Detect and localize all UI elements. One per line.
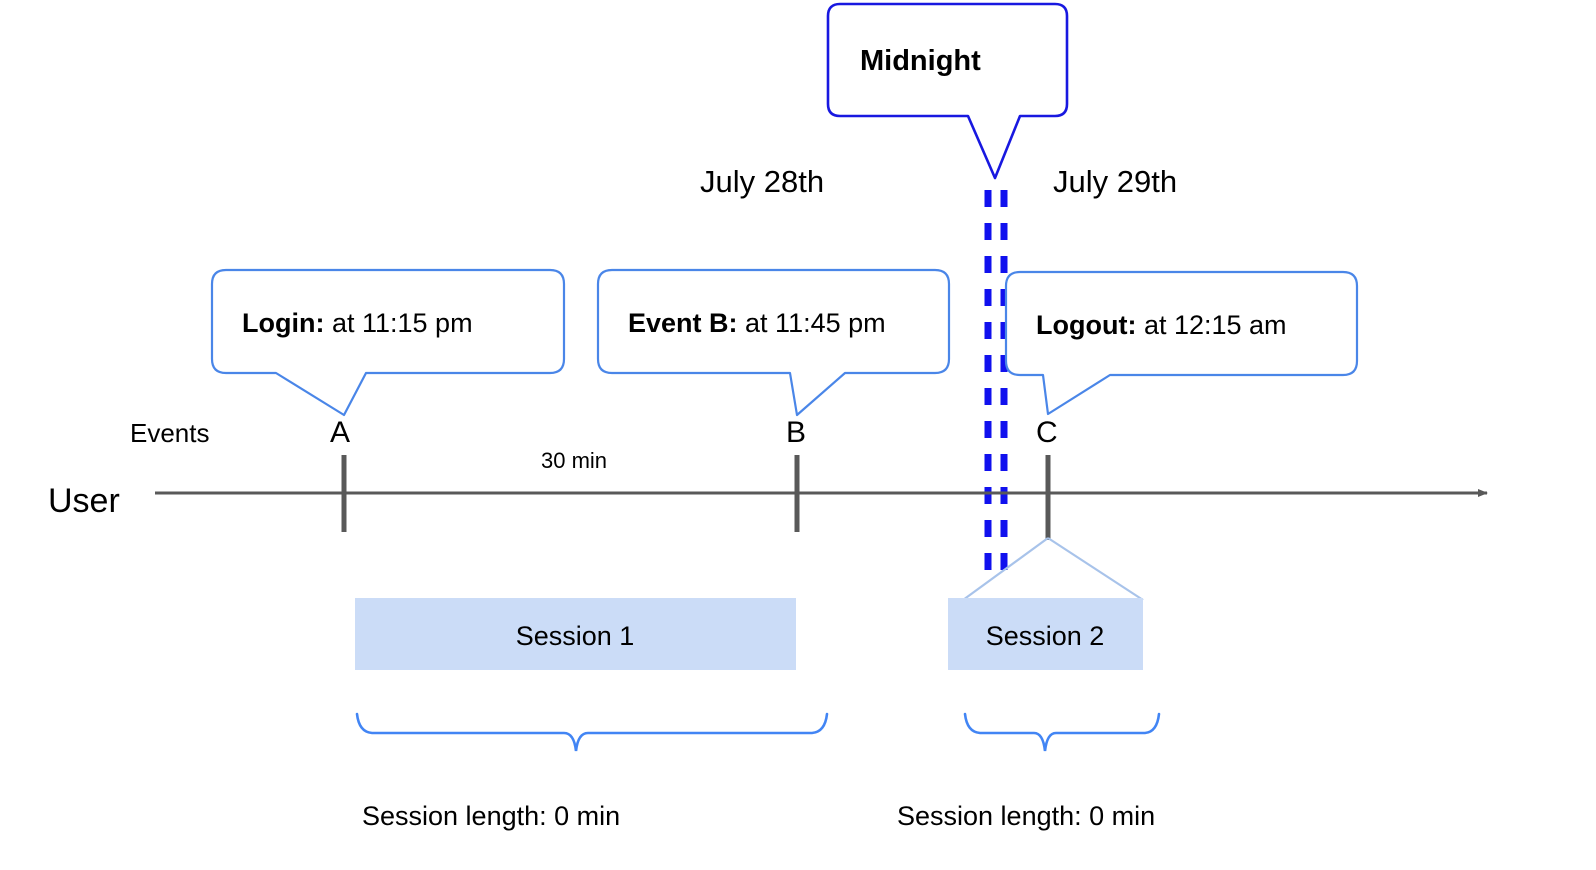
callout-login-rest: at 11:15 pm [324, 308, 472, 338]
midnight-label: Midnight [860, 45, 981, 77]
marker-label-a: A [330, 416, 350, 449]
session-1-length-label: Session length: 0 min [362, 801, 620, 831]
session-2-label: Session 2 [986, 621, 1105, 651]
axis-row-label: User [48, 482, 120, 520]
brace-session-1 [355, 712, 829, 752]
brace-session-2-path [963, 712, 1161, 752]
callout-event-b-text: Event B: at 11:45 pm [628, 308, 886, 338]
callout-logout-bold: Logout: [1036, 310, 1136, 340]
callout-login-bold: Login: [242, 308, 324, 338]
callout-event-b-bold: Event B: [628, 308, 738, 338]
callout-event-b-rest: at 11:45 pm [738, 308, 886, 338]
session-2-length-label: Session length: 0 min [897, 801, 1155, 831]
callout-event-b-shape [596, 268, 951, 417]
session2-connector [962, 537, 1144, 601]
date-label-right: July 29th [1053, 164, 1177, 199]
session-1-rect [355, 598, 796, 670]
callout-logout-rest: at 12:15 am [1136, 310, 1286, 340]
marker-label-b: B [786, 416, 806, 449]
marker-label-c: C [1036, 416, 1058, 449]
callout-logout-shape [1004, 270, 1359, 416]
midnight-divider [984, 190, 1008, 582]
brace-session-1-path [355, 712, 829, 752]
events-row-label: Events [130, 418, 210, 448]
session-2-box: Session 2 [948, 598, 1143, 670]
callout-logout: Logout: at 12:15 am [1004, 270, 1359, 416]
session-2-rect [948, 598, 1143, 670]
midnight-callout-shape [826, 2, 1069, 180]
session-1-box: Session 1 [355, 598, 796, 670]
midnight-callout: Midnight [826, 2, 1069, 180]
callout-login-shape [210, 268, 566, 417]
session-1-label: Session 1 [516, 621, 635, 651]
callout-login-text: Login: at 11:15 pm [242, 308, 473, 338]
callout-login: Login: at 11:15 pm [210, 268, 566, 417]
date-label-left: July 28th [700, 164, 824, 199]
brace-session-2 [963, 712, 1161, 752]
session2-connector-left [962, 537, 1049, 601]
callout-logout-text: Logout: at 12:15 am [1036, 310, 1287, 340]
duration-label: 30 min [541, 448, 607, 473]
callout-event-b: Event B: at 11:45 pm [596, 268, 951, 417]
session2-connector-right [1047, 537, 1144, 601]
